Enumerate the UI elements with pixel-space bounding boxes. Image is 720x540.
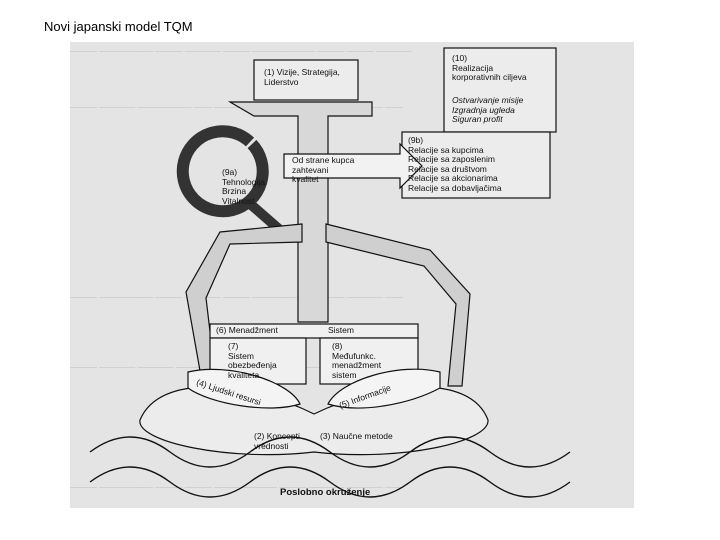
- ghost-text-line: ——— —————— ——— ———— ——— ——————— ——— ————…: [70, 292, 403, 301]
- q-tail: [244, 198, 284, 234]
- anchor-arm-right: [325, 223, 471, 387]
- label-management: (6) Menadžment: [216, 325, 278, 335]
- slide-title: Novi japanski model TQM: [44, 19, 193, 34]
- label-customer-quality: Od strane kupca zahtevani kvalitet: [292, 155, 355, 184]
- label-business-environment: Poslobno okruženje: [280, 487, 371, 498]
- label-system: Sistem: [328, 325, 354, 335]
- tqm-diagram: [89, 47, 571, 498]
- t-shape: [227, 101, 373, 323]
- label-cross-functional: (8) Međufunkc. menadžment sistem: [332, 341, 382, 380]
- diagram-scan: ——— —————— ——— ———— ——— ——————— ——— ——— …: [70, 42, 634, 508]
- ghost-text-line: ——— —————— ——— ———— ——— ——————— ——— ——— …: [70, 46, 412, 55]
- arrow-customer-quality: [283, 142, 423, 190]
- label-relations: (9b) Relacije sa kupcima Relacije sa zap…: [408, 135, 502, 193]
- label-scientific-methods: (3) Naučne metode: [320, 431, 393, 441]
- ghost-text-line: ——— ———— —————— —— ———— ——————— ——— ————…: [70, 102, 403, 111]
- ghost-text-line: ——— —————— ——— ——— ——————— ——— ———— ————…: [70, 482, 403, 491]
- label-corporate-goals: (10) Realizacija korporativnih ciljeva: [452, 53, 527, 82]
- band-information: [327, 368, 441, 409]
- label-technology: (9a) Tehnologija Brzina Vitalnost: [222, 167, 266, 206]
- anchor-base: [139, 386, 489, 456]
- band-human-resources: [187, 368, 301, 409]
- label-vision: (1) Vizije, Strategija, Liderstvo: [264, 67, 340, 87]
- business-environment-waves: [89, 436, 571, 468]
- box-management: [209, 323, 419, 339]
- box-vision-strategy: [253, 59, 359, 101]
- q-letter: [176, 125, 269, 218]
- label-value-concepts: (2) Koncepti vrednosti: [254, 431, 300, 451]
- label-quality-assurance: (7) Sistem obezbeđenja kvaliteta: [228, 341, 277, 380]
- label-mission: Ostvarivanje misije Izgradnja ugleda Sig…: [452, 95, 524, 124]
